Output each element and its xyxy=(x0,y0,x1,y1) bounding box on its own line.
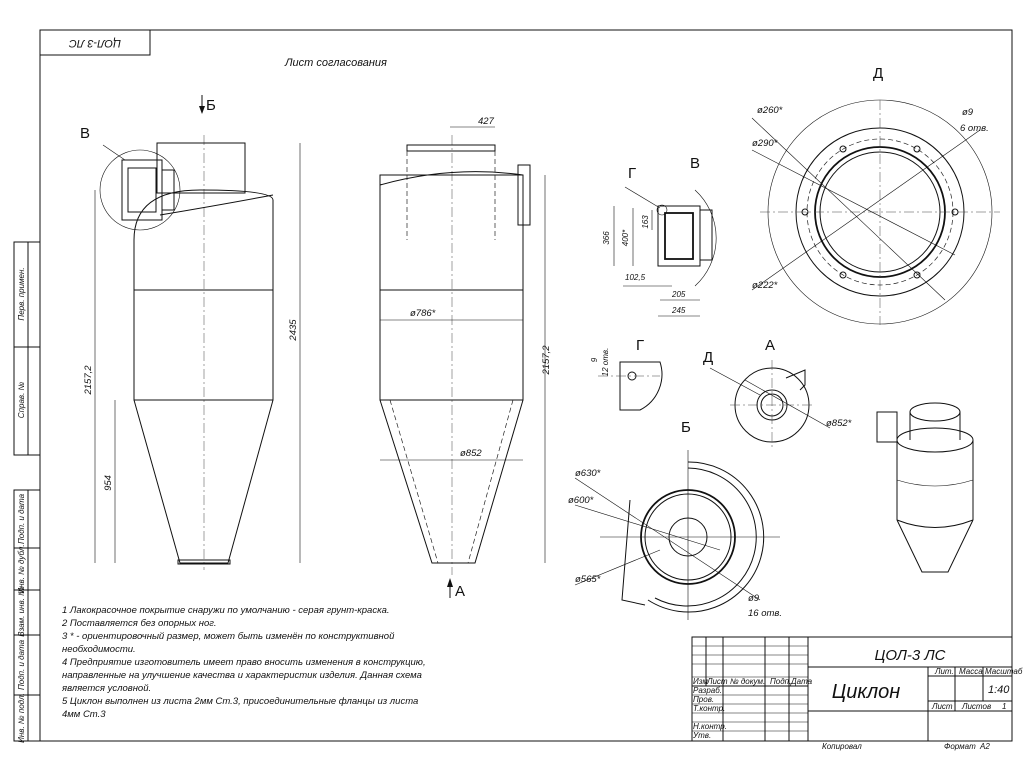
tb-format: А2 xyxy=(979,742,990,751)
side-label: Инв. № подл. xyxy=(17,693,26,743)
dim-630: ø630* xyxy=(575,468,601,479)
dim-body-mid: 2157,2 xyxy=(541,345,552,376)
side-label: Взам. инв. № xyxy=(17,587,26,637)
side-label: Подп. и дата xyxy=(17,493,26,544)
dim-9: 9 xyxy=(590,357,599,362)
side-view: 427 ø786* ø852 2157,2 А xyxy=(379,116,552,600)
tb-role: Т.контр. xyxy=(693,704,725,713)
note-line: 1 Лакокрасочное покрытие снаружи по умол… xyxy=(62,605,390,616)
dim-205: 205 xyxy=(671,290,686,299)
label-b: Б xyxy=(206,97,216,114)
detail-view-b: Б ø630* ø600* ø565* ø9 16 отв. xyxy=(568,419,782,620)
tb-sheets-label: Листов xyxy=(961,702,991,711)
detail-v-callout xyxy=(99,149,181,231)
dim-290: ø290* xyxy=(752,138,778,149)
tb-mass-label: Масса xyxy=(959,667,983,676)
note-line: необходимости. xyxy=(62,644,136,655)
dim-600: ø600* xyxy=(568,495,594,506)
note-line: 4мм Ст.3 xyxy=(62,709,106,720)
notes: 1 Лакокрасочное покрытие снаружи по умол… xyxy=(61,605,426,720)
tb-sheets: 1 xyxy=(1002,702,1006,711)
tb-header: Лист xyxy=(706,677,728,686)
view-a-title: А xyxy=(765,337,775,354)
tb-name: Циклон xyxy=(832,681,901,703)
dim-body: 2157,2 xyxy=(83,365,94,396)
tb-header: Дата xyxy=(790,677,813,686)
note-line: 4 Предприятие изготовитель имеет право в… xyxy=(62,657,426,668)
callout-g: Г xyxy=(628,165,636,182)
rotated-code-box xyxy=(39,29,151,56)
dim-852-a: ø852* xyxy=(826,418,852,429)
side-label: Подп. и дата xyxy=(17,639,26,690)
tb-copied: Копировал xyxy=(822,742,862,751)
dim-427: 427 xyxy=(478,116,495,127)
dim-total: 2435 xyxy=(288,319,299,342)
view-b-title: Б xyxy=(681,419,691,436)
dim-163: 163 xyxy=(641,215,650,229)
rotated-code: ЦОЛ-3 ЛС xyxy=(69,37,121,49)
dim-222: ø222* xyxy=(752,280,778,291)
side-label: Перв. примен. xyxy=(17,267,26,320)
side-label: Справ. № xyxy=(17,381,26,418)
tb-scale: 1:40 xyxy=(988,684,1010,696)
note-line: направленные на улучшение качества и хар… xyxy=(62,670,422,681)
tb-sheet-label: Лист xyxy=(931,702,953,711)
dim-400: 400* xyxy=(621,229,630,246)
tb-format-label: Формат xyxy=(944,742,976,751)
dim-852: ø852 xyxy=(460,448,482,459)
note-line: 3 * - ориентировочный размер, может быть… xyxy=(62,631,395,642)
dim-245: 245 xyxy=(671,306,686,315)
view-d-title: Д xyxy=(873,65,883,82)
detail-view-d: Д ø260* ø290* ø222* ø9 6 отв. xyxy=(751,65,1000,325)
tb-scale-label: Масштаб xyxy=(985,667,1023,676)
note-line: 2 Поставляется без опорных ног. xyxy=(61,618,217,629)
tb-header: Изм xyxy=(693,677,708,686)
sheet-subtitle: Лист согласования xyxy=(284,57,387,69)
holes-12: 12 отв. xyxy=(601,348,610,377)
tb-role: Утв. xyxy=(692,731,711,740)
tb-lit-label: Лит. xyxy=(934,667,954,676)
tb-role: Пров. xyxy=(693,695,714,704)
detail-view-a: А Д ø852* xyxy=(703,337,852,448)
side-strip: Перв. примен. Справ. № Подп. и дата Инв.… xyxy=(13,241,41,743)
holes-6: 6 отв. xyxy=(960,123,989,134)
dim-565: ø565* xyxy=(575,574,601,585)
tb-header: Подп. xyxy=(770,677,791,686)
tb-header: № докум. xyxy=(730,677,765,686)
title-block: Изм Лист № докум. Подп. Дата Разраб. Про… xyxy=(691,636,1023,751)
dim-260: ø260* xyxy=(757,105,783,116)
callout-d: Д xyxy=(703,349,713,366)
tb-role: Н.контр. xyxy=(693,722,727,731)
label-v: В xyxy=(80,125,90,142)
isometric-view xyxy=(876,402,974,573)
holes-16: 16 отв. xyxy=(748,608,782,619)
tb-role: Разраб. xyxy=(693,686,722,695)
note-line: 5 Циклон выполнен из листа 2мм Ст.3, при… xyxy=(62,696,418,707)
label-a: А xyxy=(455,583,465,600)
dim-cone: 954 xyxy=(103,475,114,491)
view-v-title: В xyxy=(690,155,700,172)
dim-hole-d: ø9 xyxy=(962,107,974,118)
dim-366: 366 xyxy=(602,231,611,245)
detail-view-g: Г 9 12 отв. xyxy=(590,337,663,411)
note-line: является условной. xyxy=(61,683,151,694)
view-g-title: Г xyxy=(636,337,644,354)
side-label: Инв. № дубл. xyxy=(17,544,26,593)
front-view: В Б 2435 2157,2 954 xyxy=(80,95,301,570)
tb-designation: ЦОЛ-3 ЛС xyxy=(875,647,946,664)
dim-hole-b: ø9 xyxy=(748,593,760,604)
dim-786: ø786* xyxy=(410,308,436,319)
detail-view-v: В Г 366 400* 163 102,5 205 245 xyxy=(602,155,717,317)
dim-102: 102,5 xyxy=(625,273,646,282)
